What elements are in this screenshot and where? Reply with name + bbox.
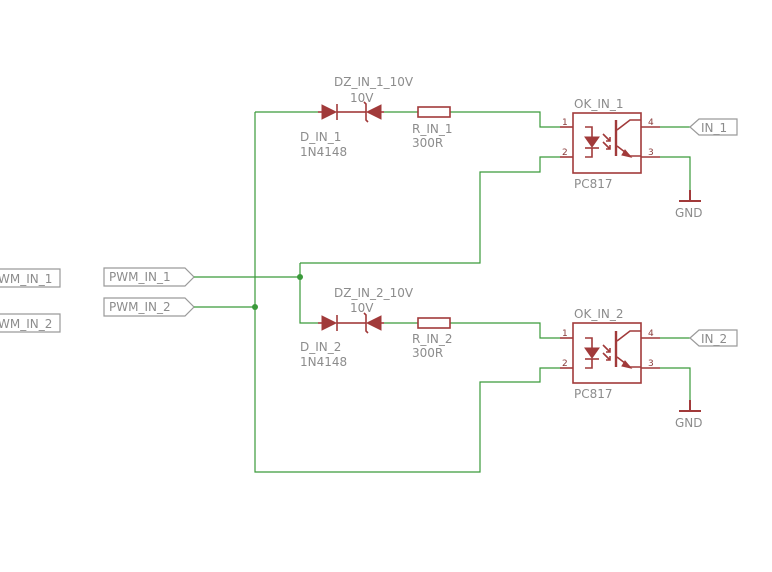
diode-value-label: 1N4148 — [300, 145, 347, 159]
zener-name-label: DZ_IN_1_10V — [334, 75, 414, 89]
port-pwm-in-1-label: PWM_IN_1 — [109, 270, 171, 284]
pin-4-label: 4 — [648, 329, 654, 339]
port-left-2-label: WM_IN_2 — [0, 317, 52, 331]
resistor-value-label: 300R — [412, 136, 443, 150]
port-in-1[interactable]: IN_1 — [689, 118, 738, 136]
pin-4-label: 4 — [648, 118, 654, 128]
junction-dot — [252, 304, 258, 310]
resistor-r-in-1[interactable] — [417, 106, 451, 118]
gnd-label: GND — [675, 416, 703, 430]
pin-2-label: 2 — [562, 148, 568, 158]
port-in-2-label: IN_2 — [701, 332, 727, 346]
gnd-label: GND — [675, 206, 703, 220]
optocoupler-ok-in-2[interactable] — [560, 322, 660, 384]
pin-1-label: 1 — [562, 118, 568, 128]
resistor-name-label: R_IN_2 — [412, 332, 453, 346]
port-in-2[interactable]: IN_2 — [689, 329, 738, 347]
optocoupler-ok-in-1[interactable] — [560, 112, 660, 174]
diode-name-label: D_IN_2 — [300, 340, 341, 354]
pin-3-label: 3 — [648, 359, 654, 369]
port-pwm-in-2-label: PWM_IN_2 — [109, 300, 171, 314]
pin-2-label: 2 — [562, 359, 568, 369]
diode-value-label: 1N4148 — [300, 355, 347, 369]
channel-1: DZ_IN_1_10V 10V D_IN_1 1N4148 R_IN_1 300… — [300, 75, 738, 220]
port-pwm-in-2[interactable]: PWM_IN_2 — [103, 297, 195, 317]
diode-d-in-1[interactable] — [318, 104, 350, 120]
opto-value-label: PC817 — [574, 387, 613, 401]
wires — [194, 111, 691, 473]
opto-value-label: PC817 — [574, 177, 613, 191]
resistor-r-in-2[interactable] — [417, 317, 451, 329]
zener-value-label: 10V — [350, 91, 374, 105]
port-in-1-label: IN_1 — [701, 121, 727, 135]
port-pwm-in-1[interactable]: PWM_IN_1 — [103, 267, 195, 287]
pin-1-label: 1 — [562, 329, 568, 339]
pin-3-label: 3 — [648, 148, 654, 158]
junction-dot — [297, 274, 303, 280]
resistor-value-label: 300R — [412, 346, 443, 360]
opto-name-label: OK_IN_1 — [574, 97, 623, 111]
resistor-name-label: R_IN_1 — [412, 122, 453, 136]
zener-dz-in-2[interactable] — [350, 312, 384, 334]
port-left-2[interactable]: WM_IN_2 — [0, 313, 61, 333]
opto-name-label: OK_IN_2 — [574, 307, 623, 321]
zener-value-label: 10V — [350, 301, 374, 315]
channel-2: DZ_IN_2_10V 10V D_IN_2 1N4148 R_IN_2 300… — [300, 286, 738, 430]
zener-name-label: DZ_IN_2_10V — [334, 286, 414, 300]
port-left-1[interactable]: WM_IN_1 — [0, 268, 61, 288]
diode-d-in-2[interactable] — [318, 315, 350, 331]
ground-symbol — [679, 400, 701, 412]
ground-symbol — [679, 190, 701, 202]
diode-name-label: D_IN_1 — [300, 130, 341, 144]
zener-dz-in-1[interactable] — [350, 101, 384, 123]
port-left-1-label: WM_IN_1 — [0, 272, 52, 286]
